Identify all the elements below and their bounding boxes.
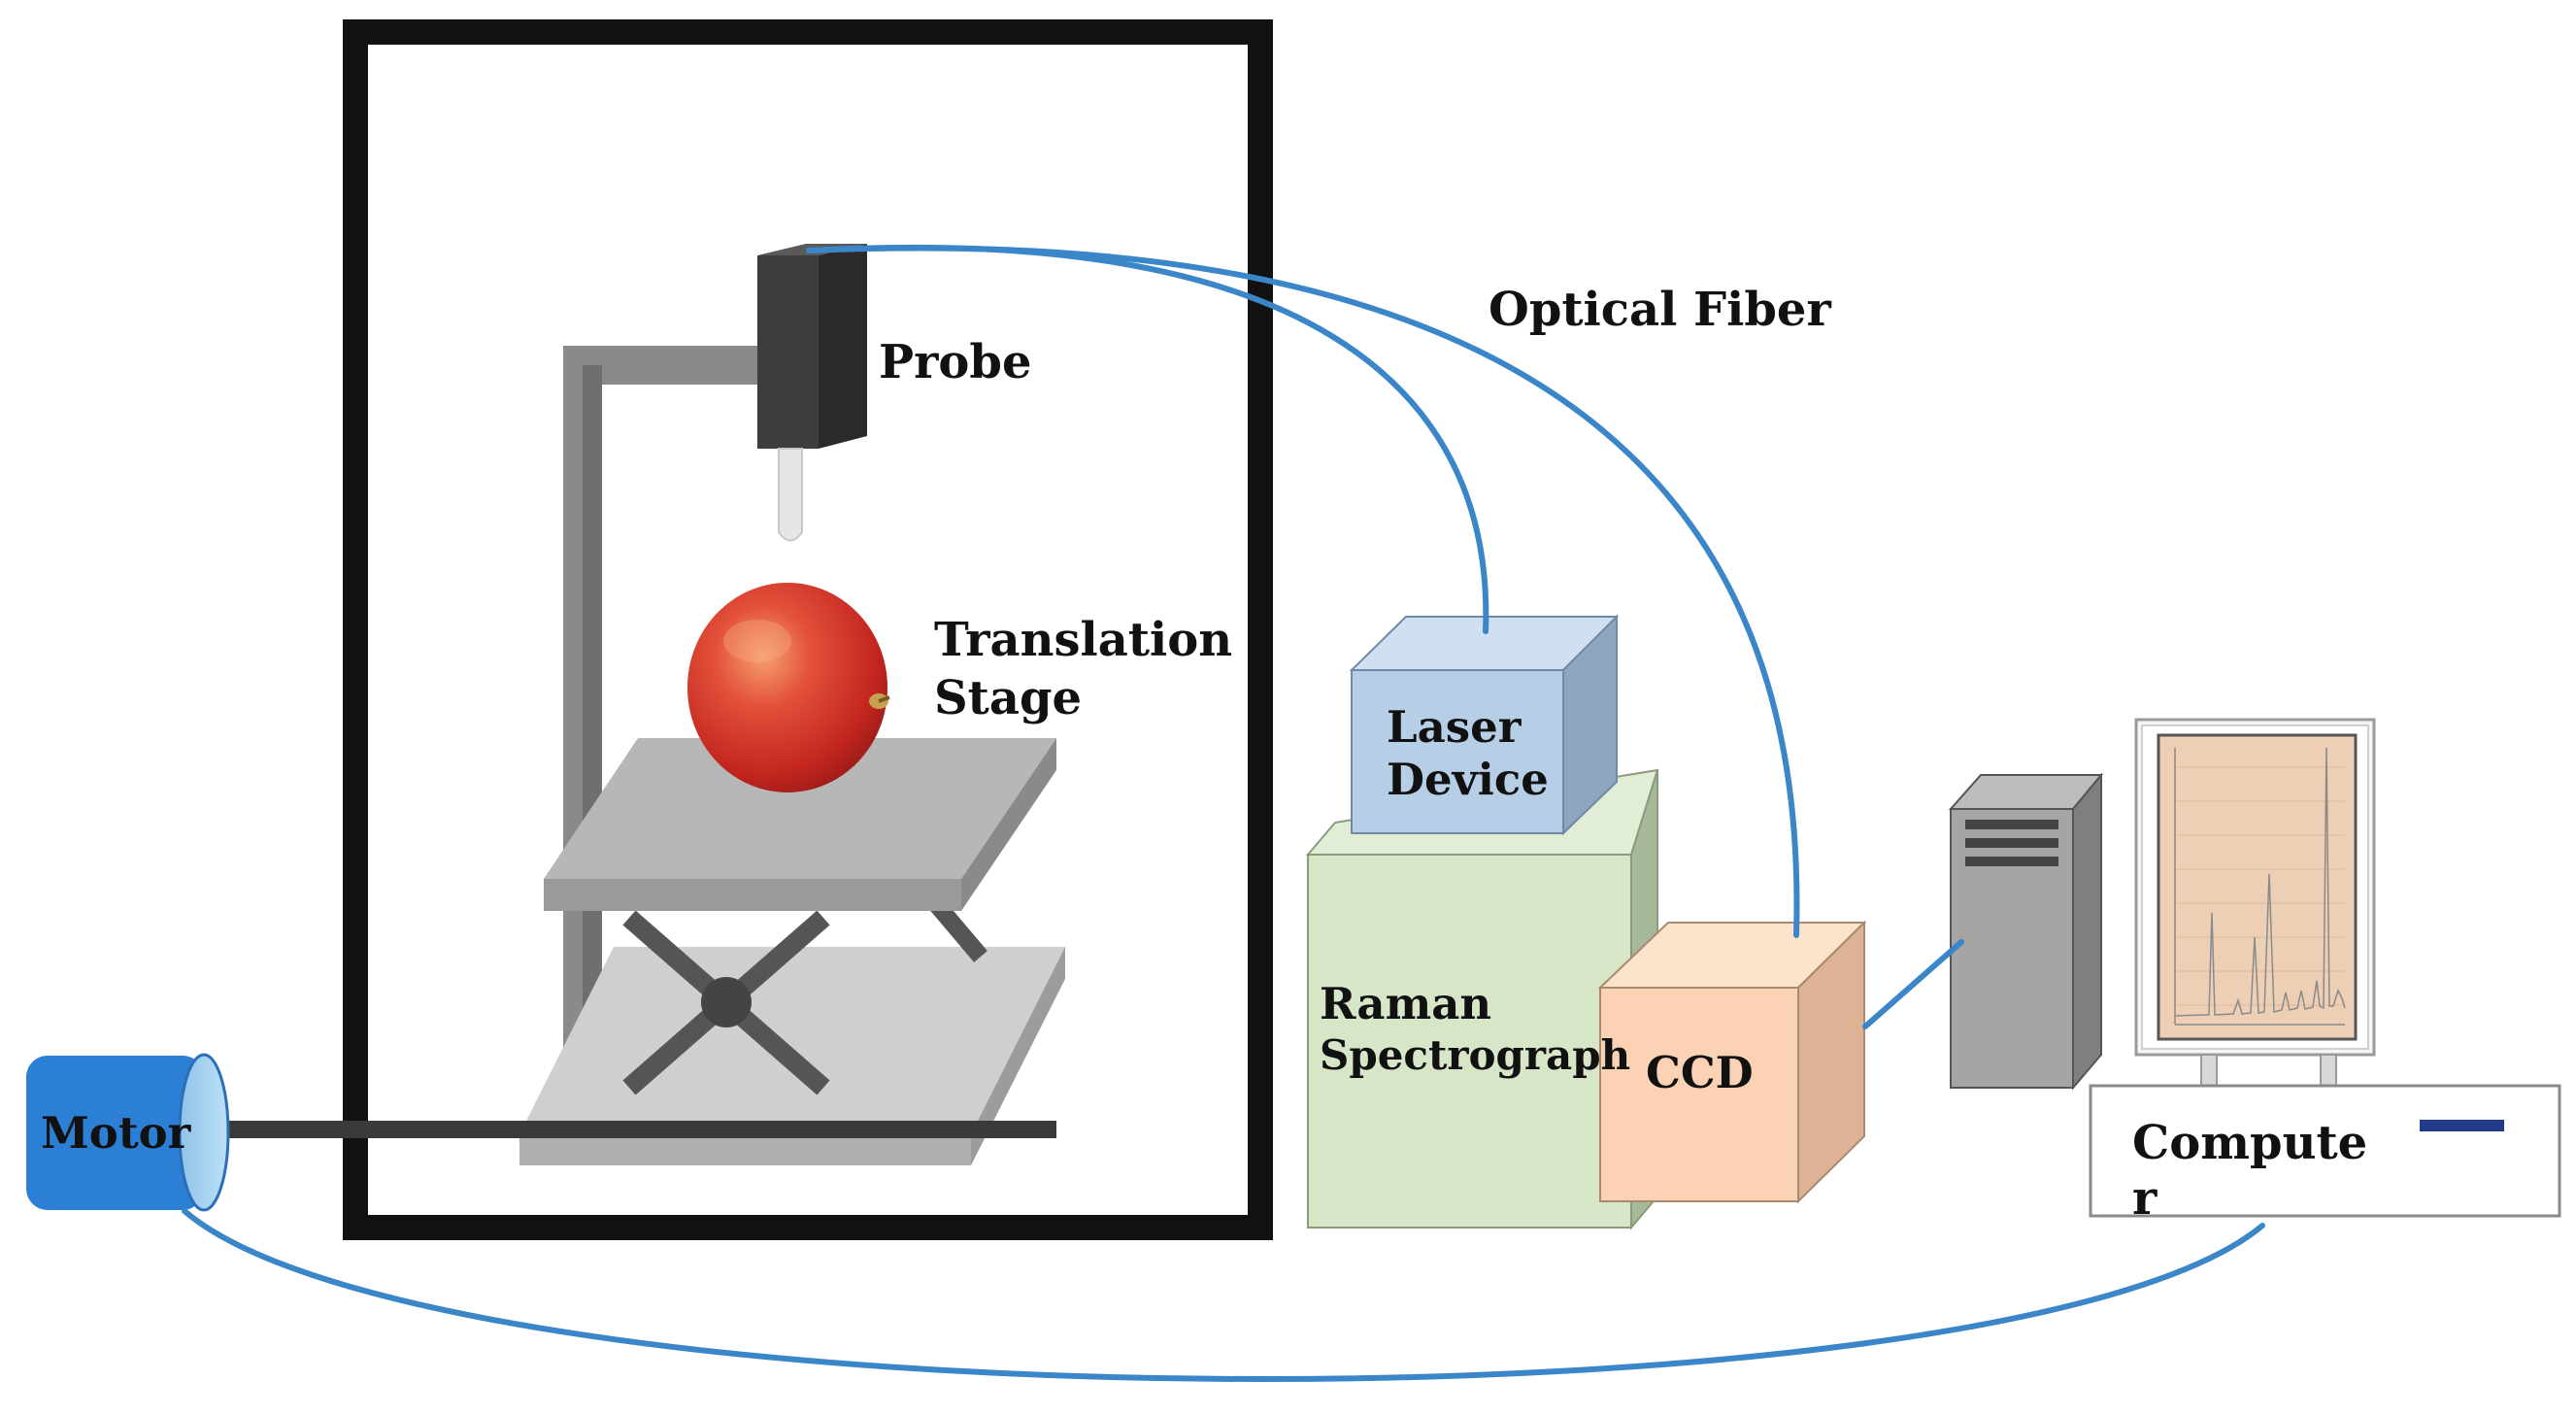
cable-ccd-to-pc [1862, 939, 1964, 1029]
tower-pc-icon [1948, 772, 2104, 1091]
probe-icon [757, 244, 867, 542]
motor-icon [26, 1053, 230, 1212]
motor-label: Motor [41, 1107, 192, 1159]
enclosure-frame [343, 19, 1273, 1240]
probe-label: Probe [879, 335, 1032, 389]
computer-label-2: r [2132, 1171, 2158, 1226]
translation-stage-icon [519, 738, 1065, 1165]
computer-icon [2089, 1084, 2561, 1218]
raman-spectrograph-label-2: Spectrograph [1320, 1031, 1630, 1079]
computer-label-1: Compute [2132, 1116, 2367, 1170]
raman-spectrograph-icon [1305, 768, 1659, 1230]
laser-device-label-2: Device [1387, 754, 1549, 805]
raman-spectrograph-label-1: Raman [1320, 978, 1491, 1029]
cable-motor-to-computer [182, 1208, 2265, 1382]
translation-stage-label-1: Translation [934, 613, 1232, 667]
ccd-label: CCD [1646, 1047, 1754, 1098]
fiber-probe-to-ccd [806, 245, 1800, 938]
laser-device-icon [1349, 614, 1620, 836]
apple-icon [687, 583, 890, 792]
optical-fiber-label: Optical Fiber [1489, 283, 1831, 337]
ccd-icon [1597, 920, 1867, 1204]
laser-device-label-1: Laser [1387, 701, 1522, 753]
spectrum-icon [2174, 747, 2346, 1026]
optical-fiber-cables [182, 244, 2265, 1382]
fiber-probe-to-laser [806, 244, 1489, 634]
translation-stage-label-2: Stage [934, 671, 1082, 725]
